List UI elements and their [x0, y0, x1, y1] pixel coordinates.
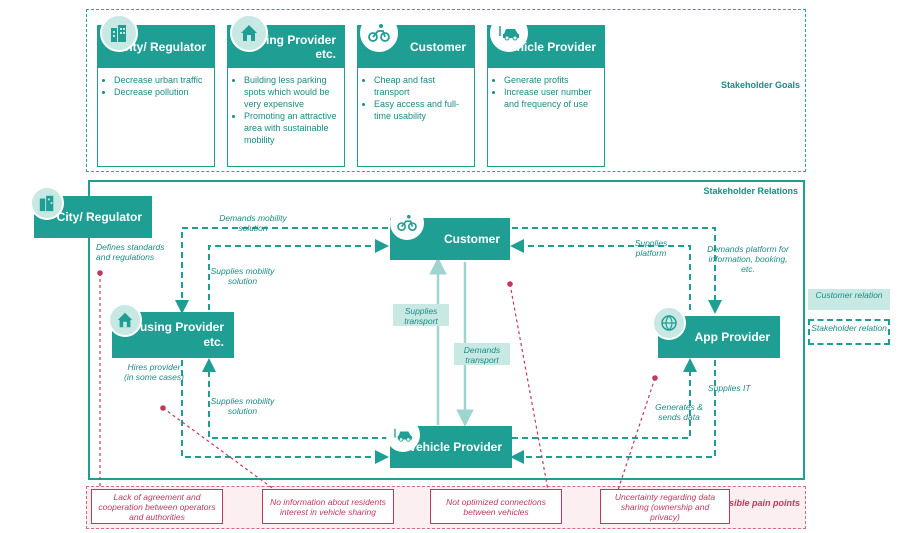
goal-card-housing: Housing Provider etc. Building less park…: [227, 14, 345, 167]
goal-item: Generate profits: [504, 74, 600, 86]
globe-computer-icon: [652, 306, 686, 340]
pain-point-connections: Not optimized connections between vehicl…: [430, 489, 562, 524]
label-defines-standards: Defines standards and regulations: [96, 242, 165, 262]
stakeholder-relations-label: Stakeholder Relations: [703, 186, 798, 196]
goal-card-vehicle: Vehicle Provider Generate profits Increa…: [487, 14, 605, 167]
label-demands-platform: Demands platform for information, bookin…: [707, 244, 789, 274]
arrow-demands-mobility: [175, 227, 388, 314]
pain-line-3: [509, 283, 549, 491]
label-supplies-mobility-bottom: Supplies mobility solution: [210, 396, 275, 416]
arrow-supplies-it: [510, 360, 716, 464]
pain-point-residents-info: No information about residents interest …: [262, 489, 394, 524]
stakeholder-goals-label: Stakeholder Goals: [720, 80, 800, 90]
label-hires-provider: Hires provider (in some cases): [124, 362, 184, 382]
goal-item: Cheap and fast transport: [374, 74, 470, 98]
goal-card-city: City/ Regulator Decrease urban traffic D…: [97, 14, 215, 167]
arrow-demands-platform: [512, 227, 722, 314]
legend-stakeholder-relation: Stakeholder relation: [808, 319, 890, 345]
house-icon: [108, 303, 142, 337]
pain-line-4: [617, 377, 656, 491]
pain-dot-2: [160, 405, 166, 411]
city-icon: [100, 14, 138, 52]
label-supplies-mobility-top: Supplies mobility solution: [210, 266, 275, 286]
label-generates-data: Generates & sends data: [655, 402, 703, 422]
goal-item: Increase user number and frequency of us…: [504, 86, 600, 110]
cyclist-icon: [360, 14, 398, 52]
label-demands-mobility: Demands mobility solution: [219, 213, 287, 233]
pain-line-2: [162, 407, 276, 491]
arrow-hires-provider: [181, 360, 389, 464]
pain-dot-4: [652, 375, 658, 381]
goal-item: Promoting an attractive area with sustai…: [244, 110, 340, 146]
label-supplies-it: Supplies IT: [708, 383, 751, 393]
pain-dot-1: [97, 270, 103, 276]
car-charging-icon: [386, 418, 420, 452]
pain-point-agreement: Lack of agreement and cooperation betwee…: [91, 489, 223, 524]
arrow-supplies-mobility-top: [208, 239, 389, 310]
label-supplies-platform: Supplies platform: [634, 238, 668, 258]
goal-item: Building less parking spots which would …: [244, 74, 340, 110]
goal-item: Decrease pollution: [114, 86, 210, 98]
pain-points-label: Possible pain points: [712, 498, 800, 508]
cyclist-icon: [390, 206, 424, 240]
stakeholder-goals-frame: [86, 9, 806, 172]
goal-item: Decrease urban traffic: [114, 74, 210, 86]
goal-card-customer: Customer Cheap and fast transport Easy a…: [357, 14, 475, 167]
pain-point-data-sharing: Uncertainty regarding data sharing (owne…: [600, 489, 730, 524]
arrow-supplies-platform: [510, 239, 691, 310]
goal-item: Easy access and full-time usability: [374, 98, 470, 122]
tag-supplies-transport: Supplies transport: [393, 304, 449, 326]
city-icon: [30, 186, 64, 220]
car-charging-icon: [490, 14, 528, 52]
tag-demands-transport: Demands transport: [454, 343, 510, 365]
stakeholder-relations-frame: [88, 180, 805, 480]
arrow-generates-data: [512, 358, 697, 439]
house-icon: [230, 14, 268, 52]
pain-dot-3: [507, 281, 513, 287]
legend-customer-relation: Customer relation: [808, 289, 890, 310]
